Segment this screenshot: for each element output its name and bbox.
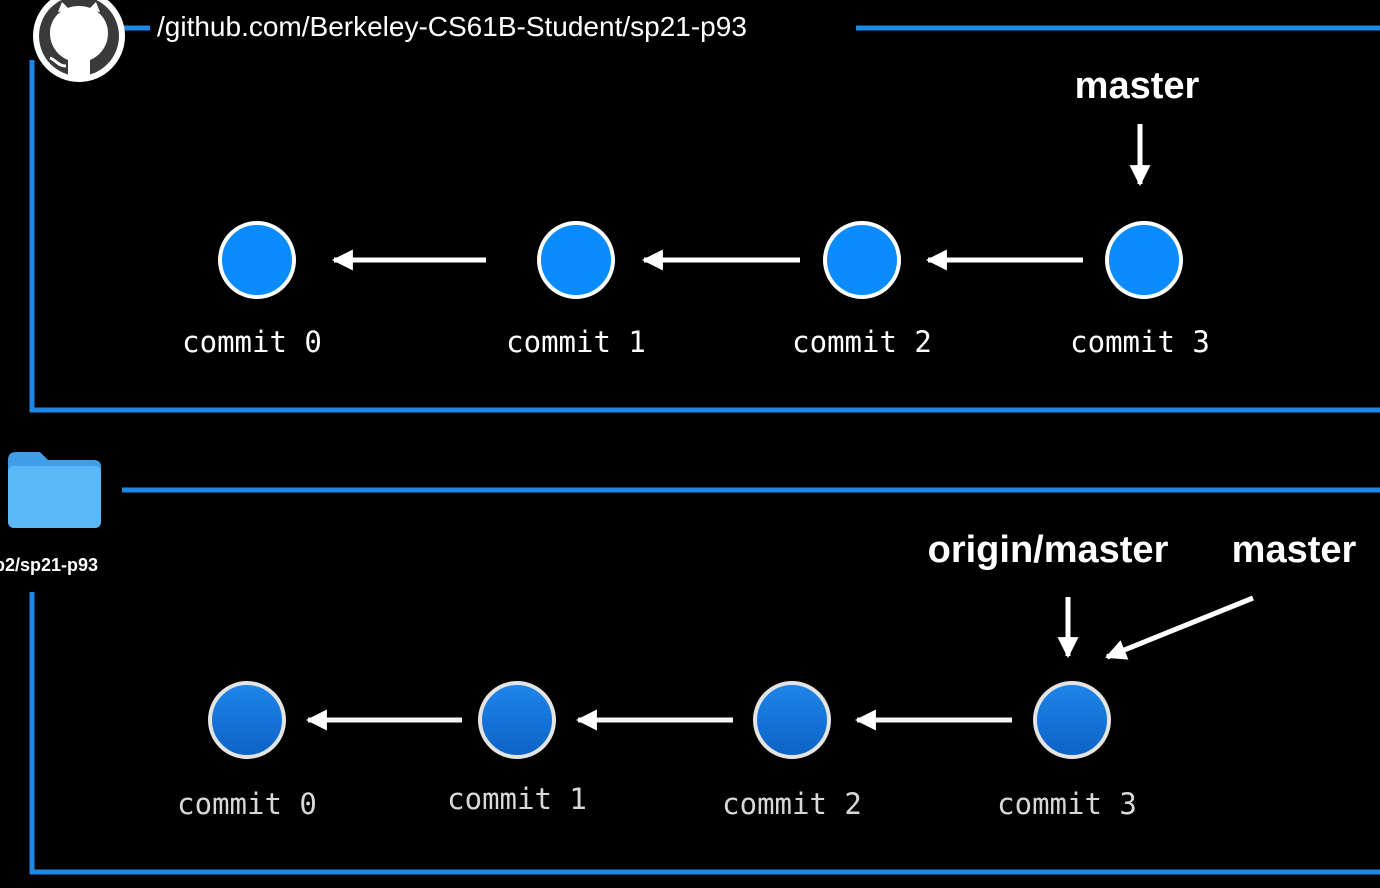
commit-label: commit 1 <box>506 325 646 359</box>
remote-repo-panel: /github.com/Berkeley-CS61B-Student/sp21-… <box>29 0 1380 413</box>
commit-node <box>823 221 901 299</box>
commit-node <box>208 681 286 759</box>
local-commit-3: commit 3 <box>997 681 1137 821</box>
commit-label: commit 2 <box>792 325 932 359</box>
commit-node <box>1033 681 1111 759</box>
local-frame <box>29 592 1380 875</box>
commit-node <box>537 221 615 299</box>
local-repo-panel: p2/sp21-p93 commit 0 commit 1 commit 2 c… <box>0 452 1380 875</box>
remote-commit-2: commit 2 <box>792 221 932 359</box>
commit-node <box>1105 221 1183 299</box>
commit-node <box>218 221 296 299</box>
commit-label: commit 2 <box>722 787 862 821</box>
folder-icon <box>8 452 101 528</box>
commit-label: commit 0 <box>177 787 317 821</box>
local-commit-1: commit 1 <box>447 681 587 816</box>
commit-label: commit 0 <box>182 325 322 359</box>
remote-commit-1: commit 1 <box>506 221 646 359</box>
github-icon <box>33 0 125 82</box>
commit-node <box>478 681 556 759</box>
local-master-label: master <box>1232 529 1357 571</box>
commit-label: commit 3 <box>1070 325 1210 359</box>
remote-master-label: master <box>1075 65 1200 107</box>
commit-node <box>753 681 831 759</box>
remote-commit-0: commit 0 <box>182 221 322 359</box>
remote-frame <box>29 60 1380 413</box>
remote-url: /github.com/Berkeley-CS61B-Student/sp21-… <box>157 11 747 42</box>
commit-label: commit 1 <box>447 782 587 816</box>
local-commit-0: commit 0 <box>177 681 317 821</box>
local-folder-label: p2/sp21-p93 <box>0 555 98 575</box>
remote-commit-3: commit 3 <box>1070 221 1210 359</box>
branch-pointer-arrow <box>1105 595 1254 660</box>
commit-label: commit 3 <box>997 787 1137 821</box>
local-commit-2: commit 2 <box>722 681 862 821</box>
origin-master-label: origin/master <box>928 529 1169 571</box>
